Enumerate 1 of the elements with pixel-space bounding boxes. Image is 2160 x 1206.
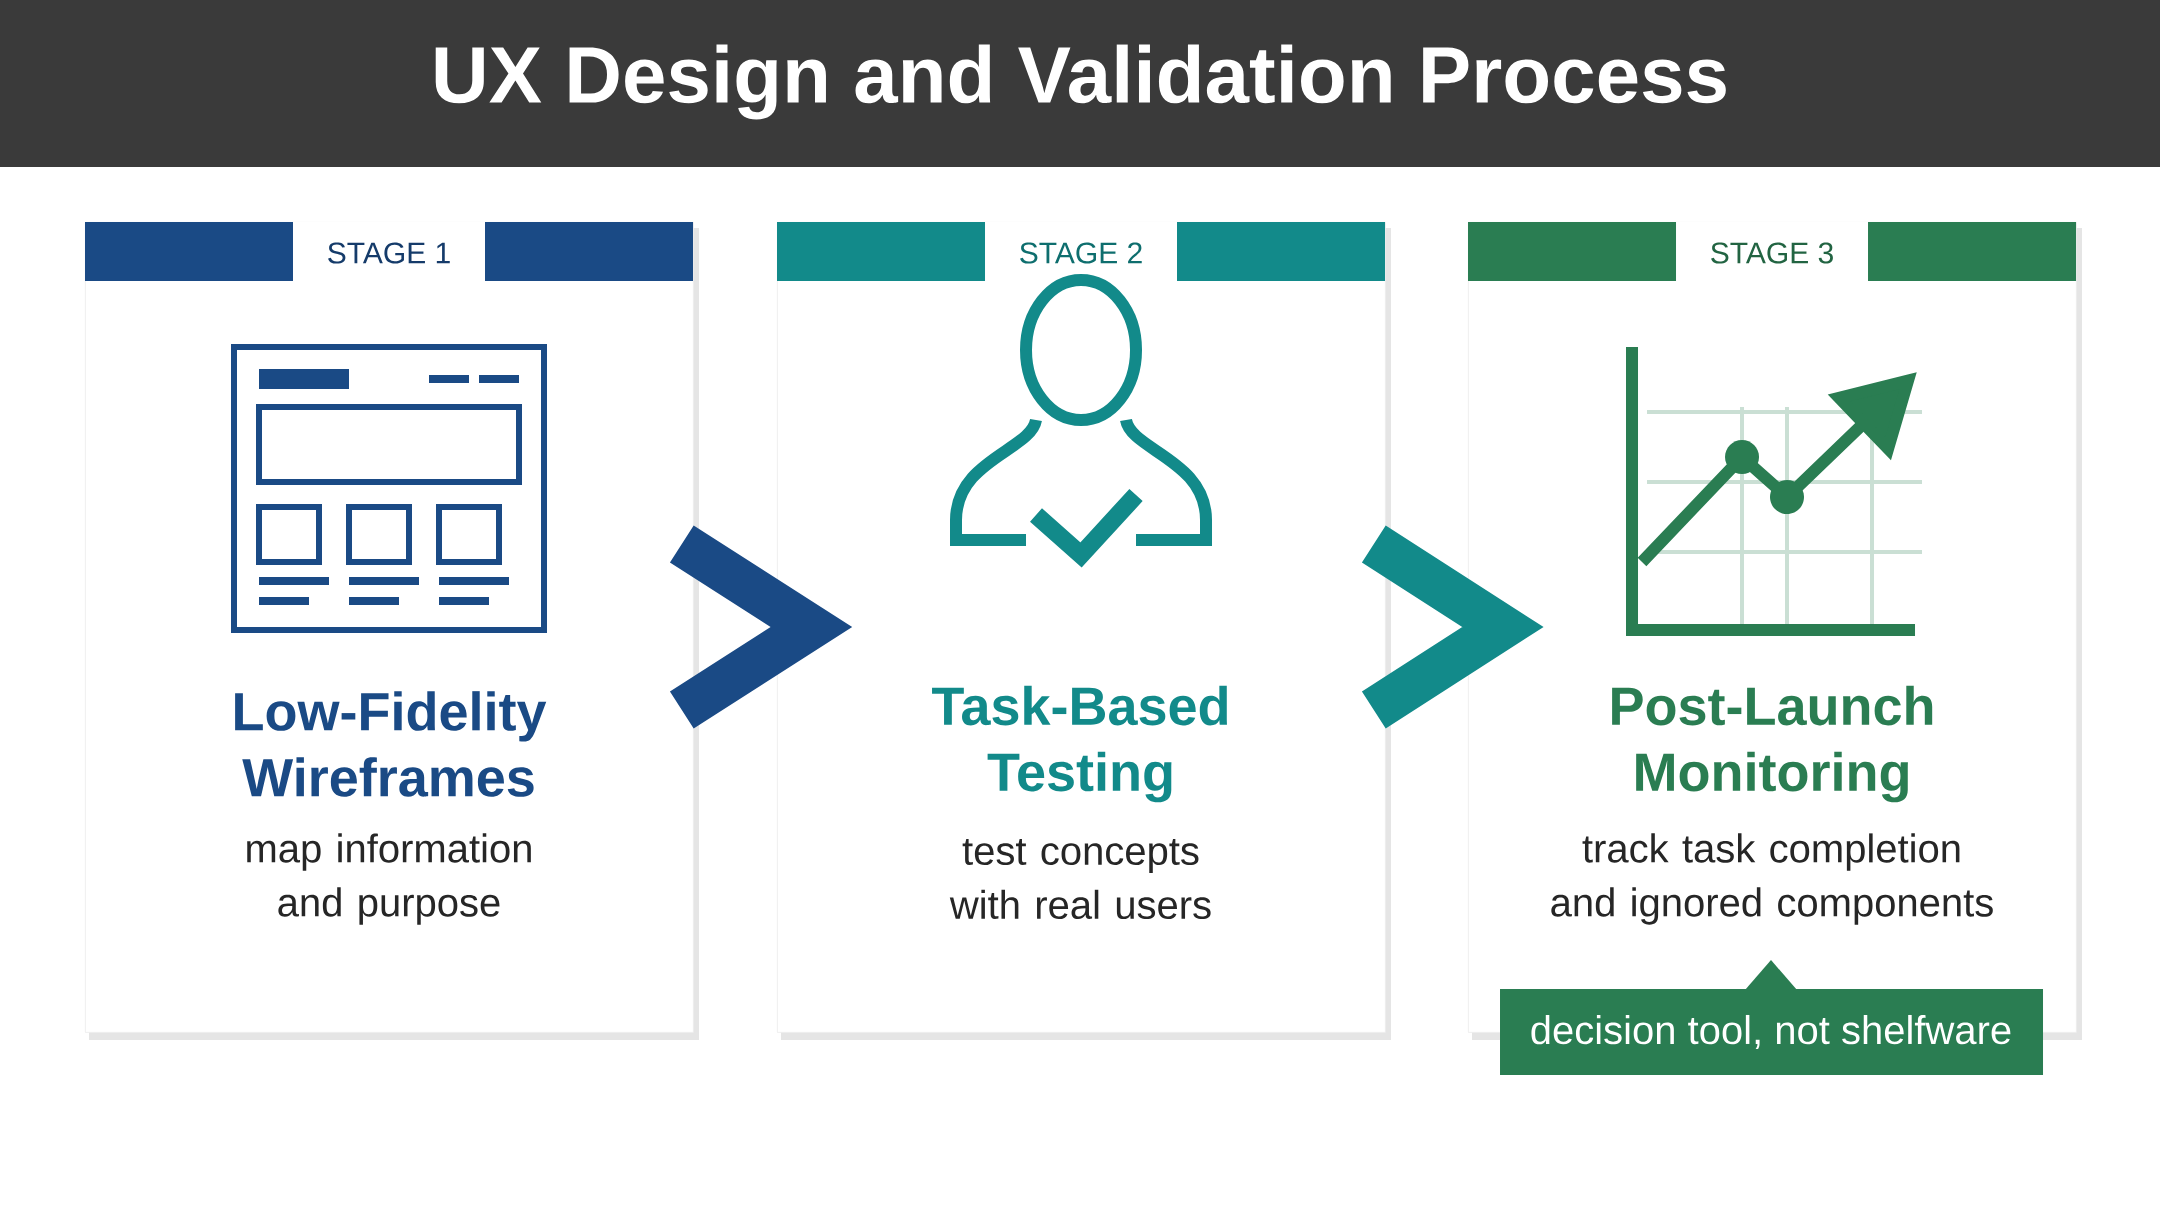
title-bar: UX Design and Validation Process	[0, 0, 2160, 167]
